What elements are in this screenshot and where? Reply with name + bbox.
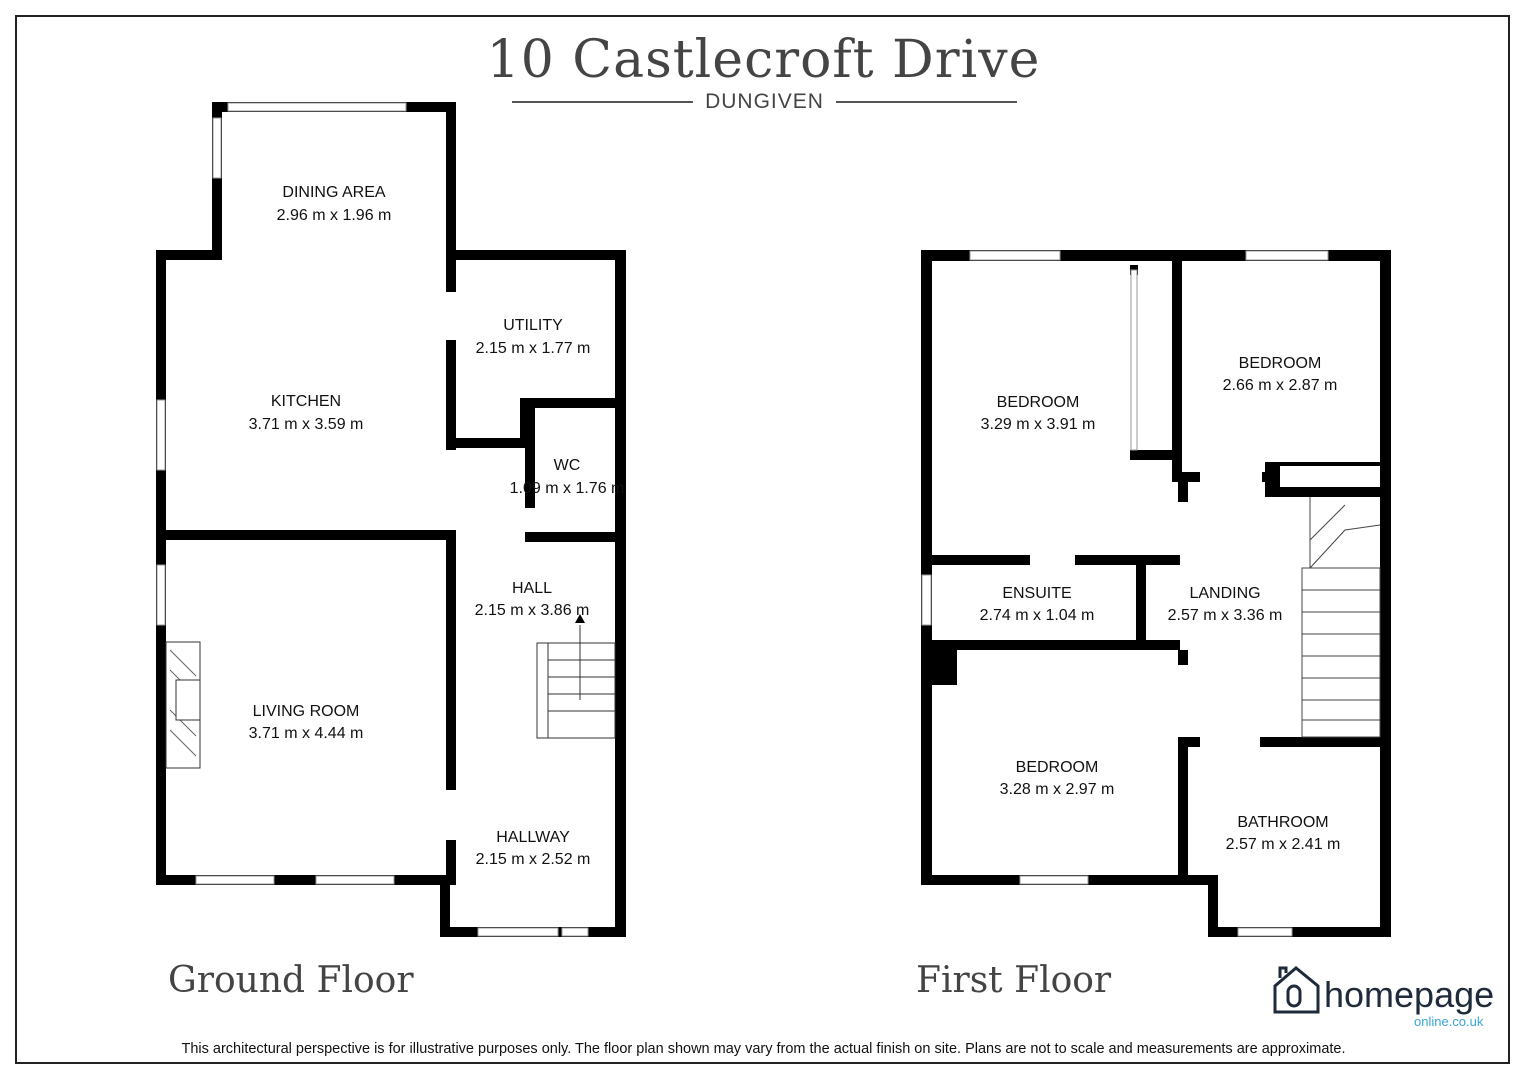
first-floor-stairs xyxy=(1301,497,1381,738)
property-subtitle: DUNGIVEN xyxy=(512,90,1018,114)
room-label: DINING AREA xyxy=(282,184,385,201)
ground-floor-label: Ground Floor xyxy=(168,960,414,1001)
ground-floor-windows xyxy=(156,102,589,937)
room-label: 2.96 m x 1.96 m xyxy=(277,207,392,224)
room-label: ENSUITE xyxy=(1002,585,1071,602)
room-label: BATHROOM xyxy=(1237,814,1328,831)
first-floor-walls xyxy=(921,250,1391,937)
disclaimer: This architectural perspective is for il… xyxy=(181,1041,1346,1057)
stairs-up-arrow-icon xyxy=(575,614,585,623)
room-label: 2.15 m x 1.77 m xyxy=(476,340,591,357)
room-label: LANDING xyxy=(1189,585,1260,602)
ground-floor-walls xyxy=(156,102,626,937)
room-label: BEDROOM xyxy=(997,394,1080,411)
room-label: 3.28 m x 2.97 m xyxy=(1000,781,1115,798)
room-label: 2.74 m x 1.04 m xyxy=(980,607,1095,624)
room-label: 3.29 m x 3.91 m xyxy=(981,416,1096,433)
house-mouse-icon xyxy=(1273,966,1320,1014)
room-label: UTILITY xyxy=(503,317,563,334)
room-label: 3.71 m x 4.44 m xyxy=(249,725,364,742)
room-label: 2.15 m x 2.52 m xyxy=(476,851,591,868)
room-label: 3.71 m x 3.59 m xyxy=(249,416,364,433)
room-label: HALLWAY xyxy=(496,829,570,846)
room-label: KITCHEN xyxy=(271,393,341,410)
homepage-logo: homepage online.co.uk xyxy=(1272,964,1502,1034)
room-label: 2.57 m x 3.36 m xyxy=(1168,607,1283,624)
first-floor-windows xyxy=(921,250,1329,937)
room-label: 2.66 m x 2.87 m xyxy=(1223,377,1338,394)
room-label: WC xyxy=(554,457,581,474)
room-label: 2.57 m x 2.41 m xyxy=(1226,836,1341,853)
room-labels: DINING AREA 2.96 m x 1.96 m UTILITY 2.15 m… xyxy=(249,184,1341,868)
room-label: BEDROOM xyxy=(1016,759,1099,776)
first-floor-label: First Floor xyxy=(916,960,1112,1001)
room-label: 2.15 m x 3.86 m xyxy=(475,602,590,619)
room-label: HALL xyxy=(512,580,552,597)
town-name: DUNGIVEN xyxy=(705,90,824,113)
fireplace xyxy=(165,641,201,769)
room-label: LIVING ROOM xyxy=(253,703,360,720)
page-frame xyxy=(15,15,1510,1064)
room-label: 1.09 m x 1.76 m xyxy=(510,480,625,497)
property-title: 10 Castlecroft Drive xyxy=(486,30,1041,90)
ground-floor-stairs xyxy=(536,625,616,739)
room-label: BEDROOM xyxy=(1239,355,1322,372)
